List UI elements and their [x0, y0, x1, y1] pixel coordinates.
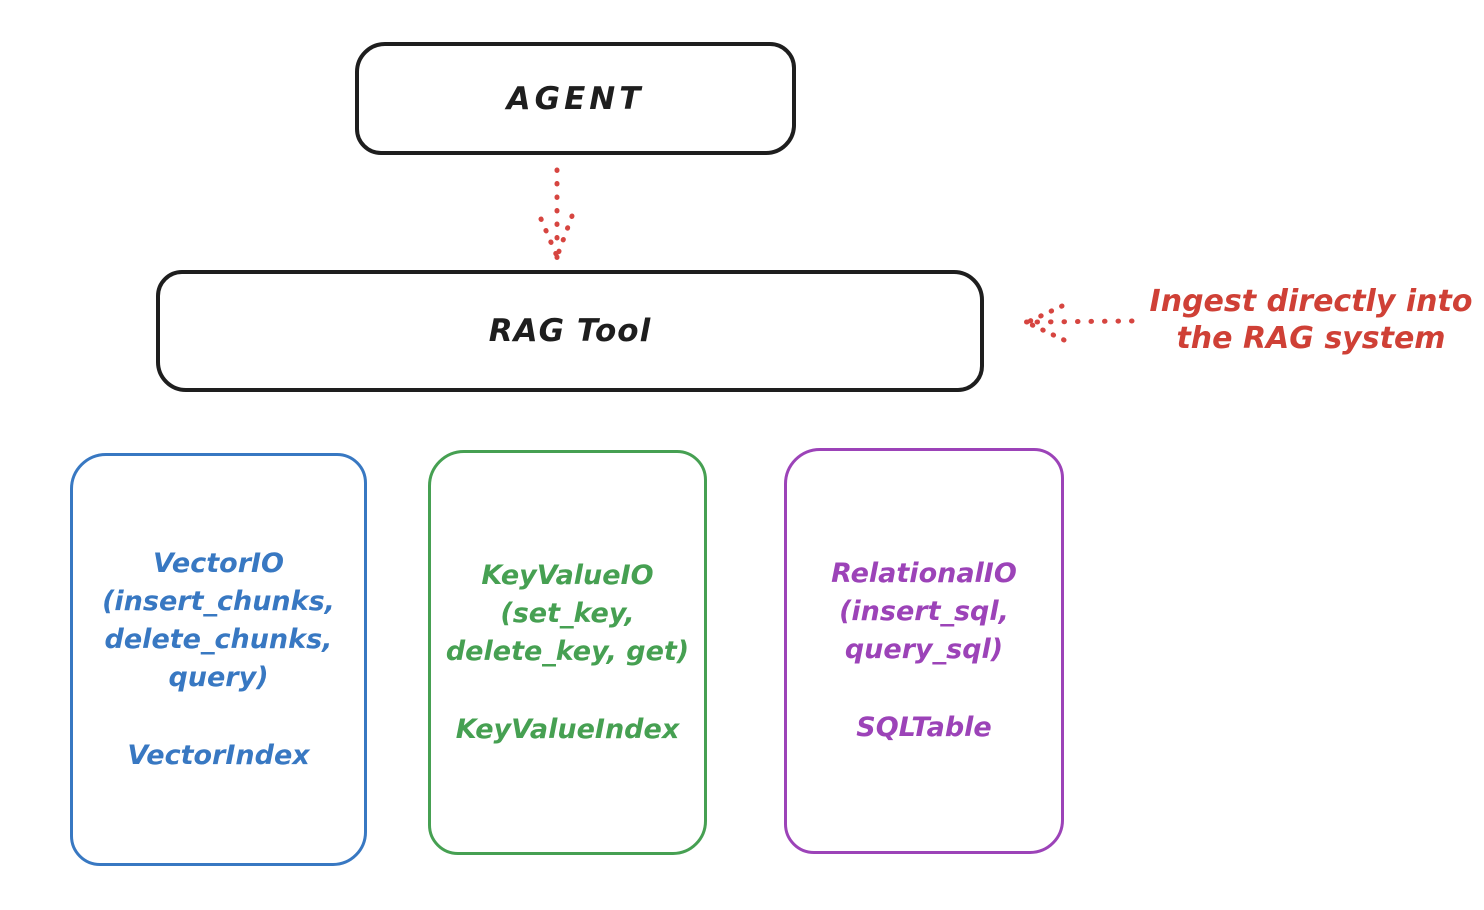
- io-line: (insert_sql,: [839, 596, 1009, 627]
- sql-table-label: SQLTable: [856, 712, 992, 743]
- keyvalue-io-box: KeyValueIO (set_key, delete_key, get) Ke…: [428, 450, 707, 855]
- ingest-arrow: [1023, 303, 1135, 343]
- ingest-annotation: Ingest directly into the RAG system: [1138, 283, 1484, 357]
- relational-io-box: RelationalIO (insert_sql, query_sql) SQL…: [784, 448, 1064, 854]
- io-line: (set_key,: [500, 597, 635, 629]
- rag-tool-box-label: RAG Tool: [488, 313, 652, 349]
- agent-box: AGENT: [355, 42, 796, 155]
- vector-io-box: VectorIO (insert_chunks, delete_chunks, …: [70, 453, 367, 866]
- io-line: query_sql): [844, 634, 1004, 665]
- io-line: VectorIO: [152, 547, 285, 579]
- ingest-annotation-line1: Ingest directly into: [1149, 284, 1473, 319]
- io-line: delete_chunks,: [104, 623, 333, 655]
- io-line: RelationalIO: [831, 558, 1017, 589]
- keyvalue-io-title-block: KeyValueIO (set_key, delete_key, get): [446, 557, 689, 671]
- io-line: delete_key, get): [445, 635, 690, 667]
- agent-box-label: AGENT: [506, 80, 645, 117]
- rag-tool-box: RAG Tool: [156, 270, 984, 392]
- agent-to-ragtool-arrow: [538, 167, 575, 261]
- relational-io-title-block: RelationalIO (insert_sql, query_sql): [831, 555, 1017, 669]
- vector-io-title-block: VectorIO (insert_chunks, delete_chunks, …: [102, 545, 335, 697]
- ingest-annotation-line2: the RAG system: [1176, 321, 1446, 356]
- io-line: query): [168, 661, 269, 693]
- keyvalue-index-label: KeyValueIndex: [455, 713, 680, 745]
- io-line: KeyValueIO: [481, 559, 654, 591]
- io-line: (insert_chunks,: [102, 585, 335, 617]
- vector-index-label: VectorIndex: [127, 739, 310, 771]
